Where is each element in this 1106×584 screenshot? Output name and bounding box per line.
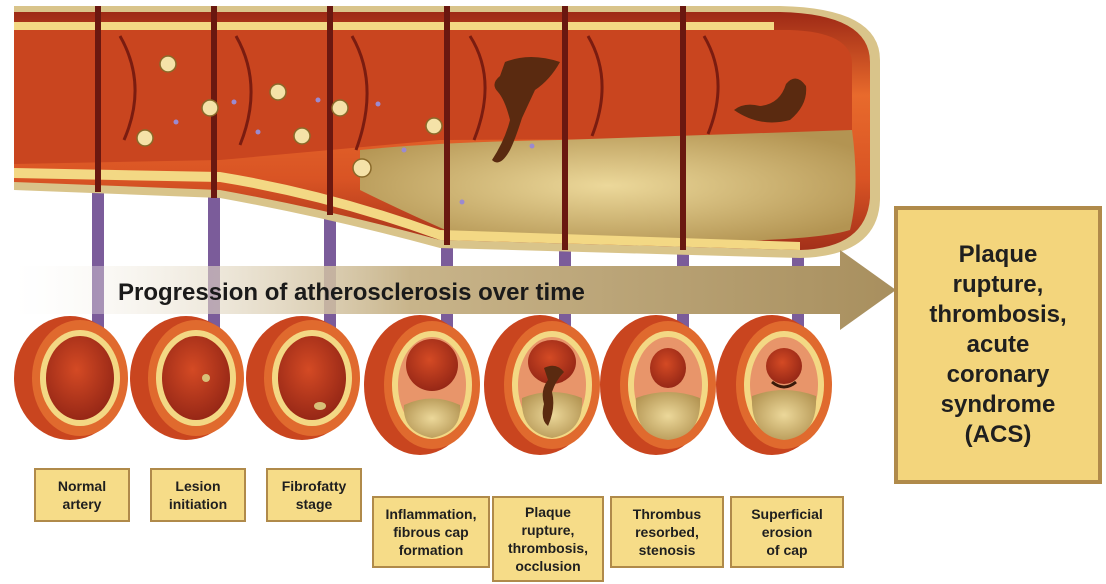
stage-label-lesion-initiation: Lesion initiation bbox=[150, 468, 246, 522]
cross-section-lesion-initiation bbox=[130, 316, 244, 440]
stage-label-plaque-rupture: Plaque rupture, thrombosis, occlusion bbox=[492, 496, 604, 582]
cross-sections bbox=[14, 315, 832, 455]
outcome-box-acs: Plaque rupture, thrombosis, acute corona… bbox=[894, 206, 1102, 484]
vessel-longitudinal bbox=[14, 6, 880, 258]
cross-section-thrombus-resorbed bbox=[600, 315, 716, 455]
stage-label-fibrofatty-stage: Fibrofatty stage bbox=[266, 468, 362, 522]
stage-label-inflammation: Inflammation, fibrous cap formation bbox=[372, 496, 490, 568]
cross-section-inflammation bbox=[364, 315, 480, 455]
stage-label-thrombus-resorbed: Thrombus resorbed, stenosis bbox=[610, 496, 724, 568]
stage-label-normal-artery: Normal artery bbox=[34, 468, 130, 522]
cross-section-plaque-rupture bbox=[484, 315, 600, 455]
cross-section-superficial-erosion bbox=[716, 315, 832, 455]
progression-caption: Progression of atherosclerosis over time bbox=[118, 279, 585, 307]
cross-section-fibrofatty-stage bbox=[246, 316, 360, 440]
cross-section-normal-artery bbox=[14, 316, 128, 440]
stage-label-superficial-erosion: Superficial erosion of cap bbox=[730, 496, 844, 568]
